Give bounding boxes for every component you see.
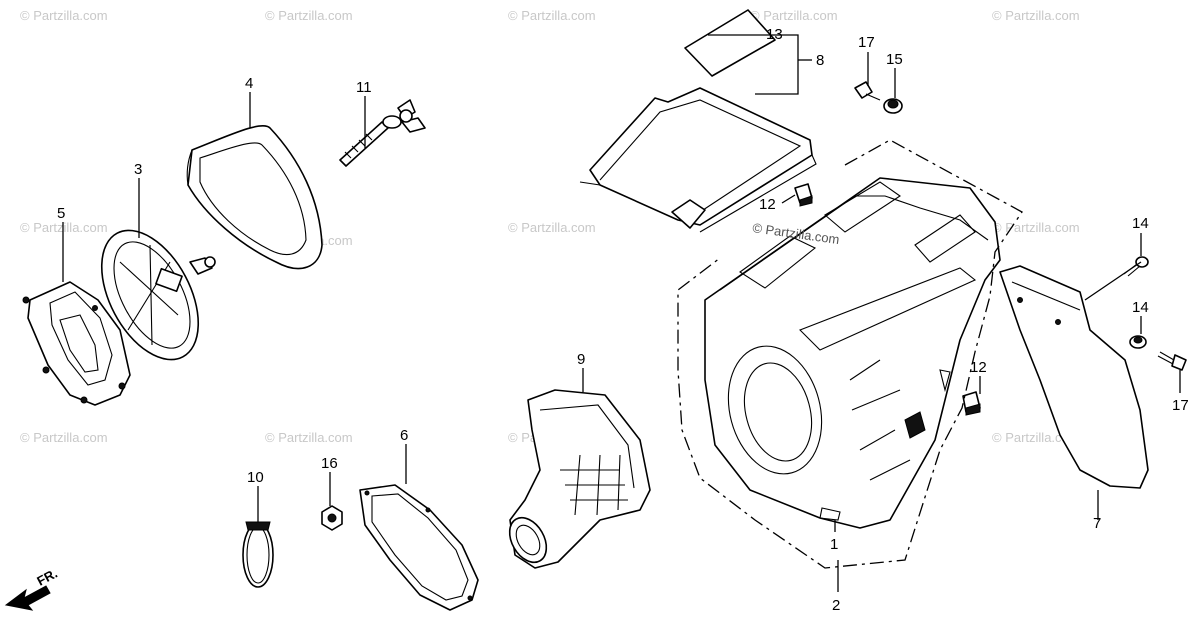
part-12-clip-right[interactable] (962, 391, 981, 416)
callout-11[interactable]: 11 (356, 79, 372, 96)
callout-8[interactable]: 8 (816, 52, 824, 69)
front-label: FR. (34, 566, 60, 589)
callout-12-top[interactable]: 12 (759, 196, 776, 213)
callout-12-right[interactable]: 12 (970, 359, 987, 376)
callout-5[interactable]: 5 (57, 205, 65, 222)
leader-lines (62, 34, 1181, 592)
watermark: © Partzilla.com (265, 8, 353, 23)
assembly-outline (677, 139, 1023, 569)
part-11-wing-bolt[interactable] (339, 99, 426, 167)
callout-16[interactable]: 16 (321, 455, 338, 472)
watermark: © Partzilla.com (20, 430, 108, 445)
callout-4[interactable]: 4 (245, 75, 253, 92)
part-1-air-cleaner-case[interactable] (704, 177, 1001, 529)
callout-17-right[interactable]: 17 (1172, 397, 1189, 414)
part-6-gasket[interactable] (359, 484, 479, 611)
callout-13[interactable]: 13 (766, 26, 783, 43)
callouts: 5 3 4 11 13 8 17 15 12 12 14 14 17 7 9 6… (57, 26, 1189, 614)
callout-17-top[interactable]: 17 (858, 34, 875, 51)
callout-14-top[interactable]: 15 (886, 51, 903, 68)
part-4-air-filter-element[interactable] (186, 124, 323, 270)
callout-6[interactable]: 6 (400, 427, 408, 444)
part-13-seal[interactable] (684, 9, 776, 77)
watermark: © Partzilla.com (508, 220, 596, 235)
part-12-clip-top[interactable] (794, 183, 813, 207)
part-17-bolt-right[interactable] (1157, 351, 1187, 371)
part-16-nut[interactable] (321, 505, 343, 531)
front-arrow-icon (4, 585, 51, 611)
callout-3[interactable]: 3 (134, 161, 142, 178)
callout-2[interactable]: 2 (832, 597, 840, 614)
watermark: © Partzilla.com (992, 8, 1080, 23)
watermark: © Partzilla.com (750, 8, 838, 23)
callout-7[interactable]: 7 (1093, 515, 1101, 532)
part-14-nut-top[interactable] (883, 98, 903, 114)
part-10-hose-clamp[interactable] (242, 521, 274, 588)
callout-10[interactable]: 10 (247, 469, 264, 486)
part-5-holder-plate[interactable] (22, 281, 131, 406)
watermark: © Partzilla.com (992, 220, 1080, 235)
part-7-side-cover[interactable] (999, 265, 1149, 489)
part-8-top-cover[interactable] (579, 87, 817, 233)
watermark: © Partzilla.com (992, 430, 1080, 445)
callout-9[interactable]: 9 (577, 351, 585, 368)
part-14-nut-right[interactable] (1129, 335, 1147, 349)
callout-15[interactable]: 14 (1132, 215, 1149, 232)
part-15-screw[interactable] (1123, 256, 1149, 277)
watermark: © Partzilla.com (20, 8, 108, 23)
part-9-connecting-tube[interactable] (502, 389, 651, 569)
front-direction-indicator: FR. (4, 566, 60, 611)
part-3-element-holder[interactable] (82, 214, 218, 375)
watermark: © Partzilla.com (20, 220, 108, 235)
watermark: © Partzilla.com (508, 8, 596, 23)
callout-14-right[interactable]: 14 (1132, 299, 1149, 316)
callout-1[interactable]: 1 (830, 536, 838, 553)
watermark: © Partzilla.com (265, 430, 353, 445)
